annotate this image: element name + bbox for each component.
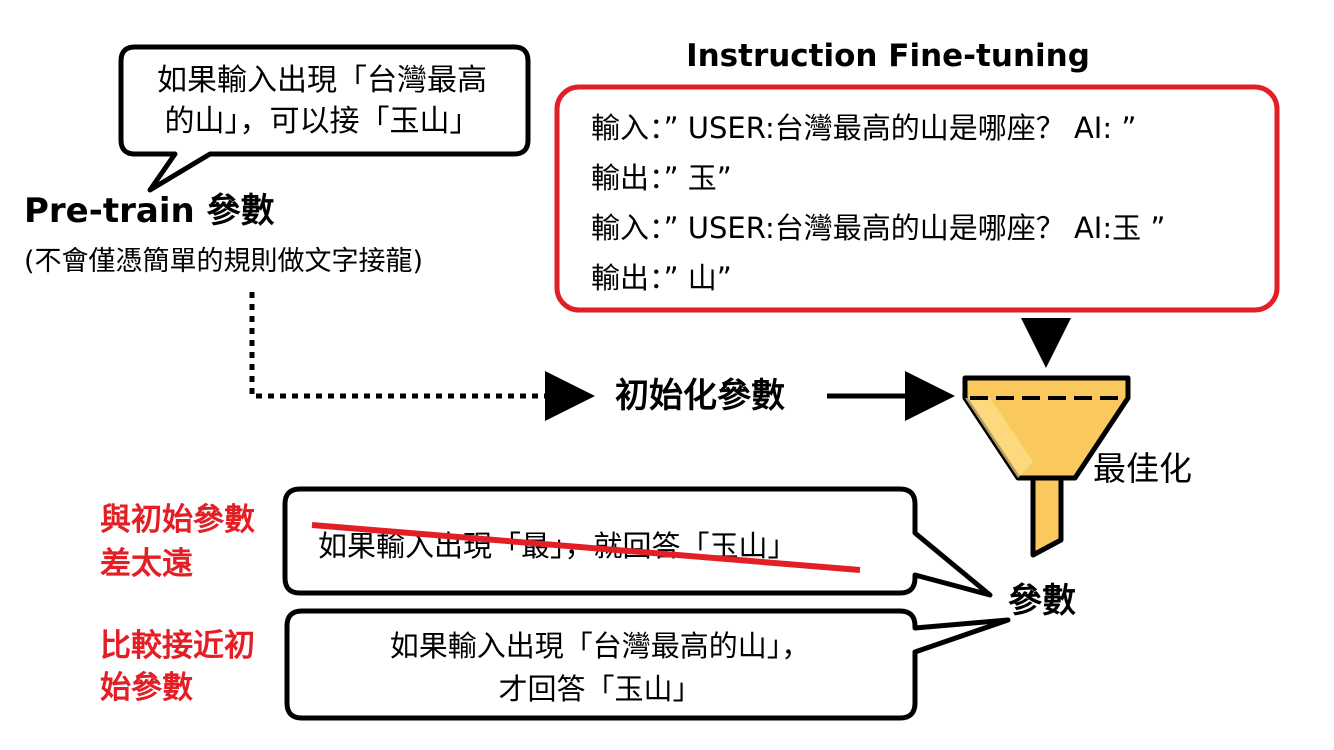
good-option-text-line1: 如果輸入出現「台灣最高的山」，	[390, 629, 811, 663]
good-option-label-line1: 比較接近初	[100, 628, 255, 664]
bad-option-label-line1: 與初始參數	[100, 502, 255, 538]
instruction-title: Instruction Fine-tuning	[686, 38, 1090, 74]
bad-option-bubble: 如果輸入出現「最」，就回答「玉山」	[282, 486, 993, 598]
instruction-row-1: 輸入：” USER:台灣最高的山是哪座？ AI: ”	[591, 111, 1136, 145]
instruction-row-2: 輸出：” 玉”	[591, 161, 732, 195]
instruction-row-4: 輸出：” 山”	[591, 261, 732, 295]
instruction-box	[554, 84, 1280, 313]
good-option-text-line2: 才回答「玉山」	[498, 672, 701, 706]
good-option-bubble: 如果輸入出現「台灣最高的山」， 才回答「玉山」	[284, 608, 1011, 721]
strikethrough-line	[311, 522, 861, 573]
pretrain-speech-bubble: 如果輸入出現「台灣最高 的山」，可以接「玉山」	[118, 44, 531, 193]
optimize-label: 最佳化	[1093, 449, 1192, 488]
good-option-label-line2: 始參數	[100, 670, 193, 706]
bad-option-label-line2: 差太遠	[100, 546, 193, 582]
pretrain-bubble-line2: 的山」，可以接「玉山」	[165, 104, 480, 139]
pretrain-to-init-dotted-arrow	[249, 292, 595, 421]
funnel-icon	[962, 375, 1131, 558]
pretrain-title: Pre-train 參數	[24, 191, 275, 231]
instruction-row-3: 輸入：” USER:台灣最高的山是哪座？ AI:玉 ”	[591, 211, 1165, 245]
params-label: 參數	[1008, 581, 1076, 621]
pretrain-subtitle: (不會僅憑簡單的規則做文字接龍)	[24, 246, 423, 277]
init-params-label: 初始化參數	[615, 376, 785, 416]
pretrain-bubble-line1: 如果輸入出現「台灣最高	[157, 63, 487, 98]
